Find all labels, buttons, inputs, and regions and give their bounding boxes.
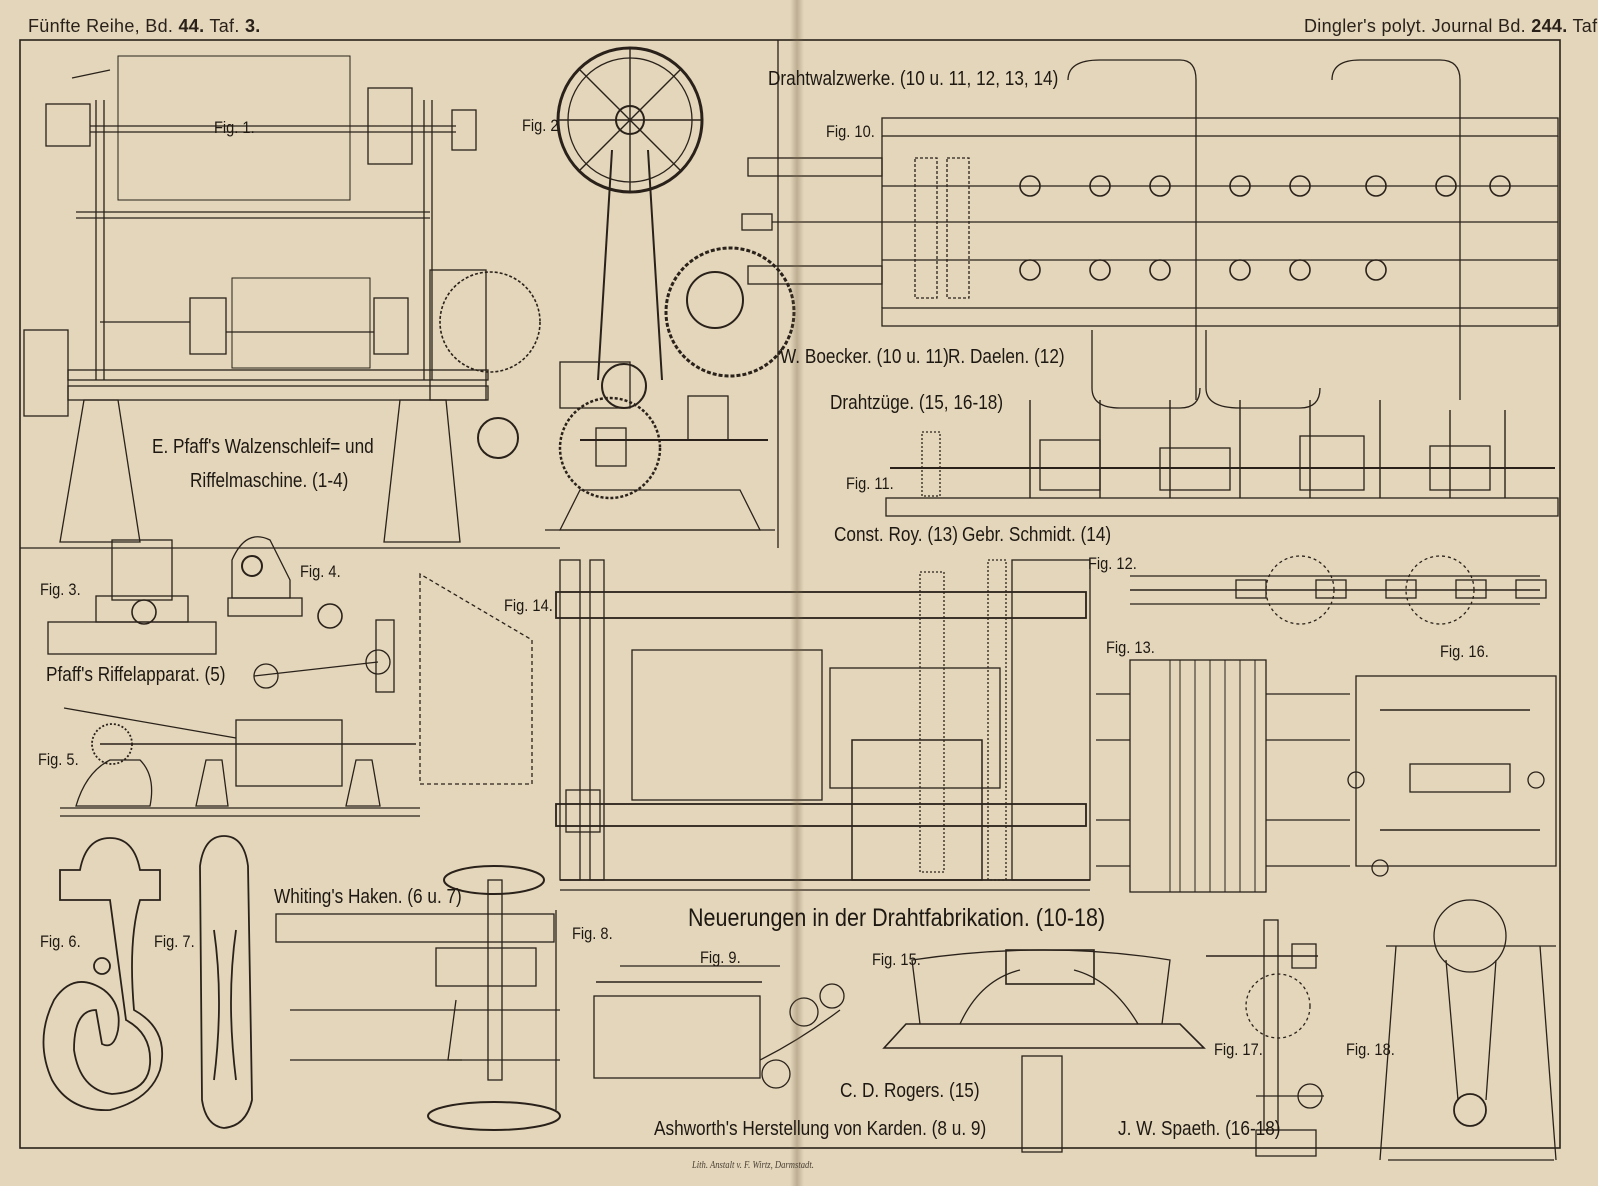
header-right-prefix: Dingler's polyt. Journal Bd. (1304, 16, 1526, 36)
fig8-drawing (275, 865, 561, 1131)
drahtwalzwerke-text: Drahtwalzwerke. (768, 68, 896, 90)
title-spaeth: J. W. Spaeth. (16-18) (1118, 1118, 1281, 1141)
title-schmidt: Gebr. Schmidt. (14) (962, 524, 1111, 547)
fig13-label: Fig. 13. (1106, 638, 1155, 657)
drahtwalzwerke-refs: (10 u. 11, 12, 13, 14) (899, 68, 1059, 90)
fig6-label: Fig. 6. (40, 932, 81, 951)
drahtzuege-text: Drahtzüge. (830, 392, 915, 414)
fig4-drawing (227, 536, 395, 693)
fig18-label: Fig. 18. (1346, 1040, 1395, 1059)
title-ashworth: Ashworth's Herstellung von Karden. (8 u.… (654, 1118, 986, 1141)
spaeth-refs: (16-18) (1225, 1118, 1281, 1140)
fig16-drawing (1347, 675, 1557, 877)
title-drahtzuege: Drahtzüge. (15, 16-18) (830, 392, 1003, 415)
boecker-refs: (10 u. 11) (876, 346, 949, 368)
fig7-label: Fig. 7. (154, 932, 195, 951)
header-left-prefix: Fünfte Reihe, Bd. (28, 16, 174, 36)
boecker-text: W. Boecker. (780, 346, 872, 368)
title-rogers: C. D. Rogers. (15) (840, 1080, 980, 1103)
fig15-drawing (882, 949, 1206, 1153)
ashworth-refs: (8 u. 9) (931, 1118, 987, 1140)
whiting-text: Whiting's Haken. (274, 886, 403, 908)
spaeth-text: J. W. Spaeth. (1118, 1118, 1221, 1140)
fig9-drawing (593, 965, 845, 1089)
title-drahtwalzwerke: Drahtwalzwerke. (10 u. 11, 12, 13, 14) (768, 68, 1058, 91)
fig11-label: Fig. 11. (846, 474, 894, 493)
title-daelen: R. Daelen. (12) (948, 346, 1065, 369)
plate-border (19, 39, 1561, 1149)
fig5-drawing (60, 572, 533, 817)
fig6-drawing (42, 837, 164, 1111)
header-left: Fünfte Reihe, Bd. 44. Taf. 3. (28, 16, 261, 37)
daelen-text: R. Daelen. (948, 346, 1030, 368)
title-whiting: Whiting's Haken. (6 u. 7) (274, 886, 462, 909)
header-right: Dingler's polyt. Journal Bd. 244. Taf. 3… (1304, 16, 1598, 37)
fig2-drawing (545, 46, 796, 531)
schmidt-text: Gebr. Schmidt. (962, 524, 1076, 546)
rogers-refs: (15) (948, 1080, 980, 1102)
drahtzuege-refs: (15, 16-18) (918, 392, 1004, 414)
fig1-drawing (23, 55, 541, 543)
header-left-taf-prefix: Taf. (209, 16, 240, 36)
title-pfaff-line1: E. Pfaff's Walzenschleif= und (152, 436, 374, 458)
fig17-label: Fig. 17. (1214, 1040, 1263, 1059)
fig4-label: Fig. 4. (300, 562, 341, 581)
lithographer-credit: Lith. Anstalt v. F. Wirtz, Darmstadt. (692, 1160, 814, 1171)
fig9-label: Fig. 9. (700, 948, 741, 967)
rogers-text: C. D. Rogers. (840, 1080, 945, 1102)
title-boecker: W. Boecker. (10 u. 11) (780, 346, 949, 369)
fig14-drawing (555, 559, 1091, 891)
title-pfaff-line2: Riffelmaschine. (1-4) (190, 470, 348, 493)
title-roy: Const. Roy. (13) (834, 524, 958, 547)
fig7-drawing (199, 835, 253, 1129)
daelen-refs: (12) (1034, 346, 1065, 368)
roy-refs: (13) (927, 524, 958, 546)
riffelapparat-text: Pfaff's Riffelapparat. (46, 664, 200, 686)
fig12-drawing (1130, 555, 1547, 625)
fig14-label: Fig. 14. (504, 596, 553, 615)
fold-shadow (790, 0, 804, 1186)
whiting-refs: (6 u. 7) (407, 886, 462, 908)
fig2-label: Fig. 2 (522, 116, 559, 135)
neuerungen-refs: (10-18) (1035, 904, 1106, 932)
header-left-volume: 44. (178, 16, 205, 36)
header-left-taf: 3. (244, 16, 261, 36)
fig10-drawing (741, 59, 1559, 409)
roy-text: Const. Roy. (834, 524, 923, 546)
fig3-drawing (47, 539, 217, 655)
fig16-label: Fig. 16. (1440, 642, 1489, 661)
pfaff-line2-text: Riffelmaschine. (190, 470, 308, 492)
fig10-label: Fig. 10. (826, 122, 875, 141)
header-right-taf-prefix: Taf. (1572, 16, 1598, 36)
fig15-label: Fig. 15. (872, 950, 921, 969)
fig5-label: Fig. 5. (38, 750, 79, 769)
fig12-label: Fig. 12. (1088, 554, 1137, 573)
schmidt-refs: (14) (1080, 524, 1112, 546)
fig13-drawing (1096, 659, 1350, 893)
fig3-label: Fig. 3. (40, 580, 81, 599)
fig1-label: Fig. 1. (214, 118, 255, 137)
ashworth-text: Ashworth's Herstellung von Karden. (654, 1118, 927, 1140)
fig11-drawing (885, 400, 1559, 517)
fig17-drawing (1206, 919, 1324, 1157)
neuerungen-text: Neuerungen in der Drahtfabrikation. (688, 904, 1030, 932)
fig18-drawing (1379, 899, 1557, 1161)
riffelapparat-refs: (5) (204, 664, 226, 686)
title-riffelapparat: Pfaff's Riffelapparat. (5) (46, 664, 226, 687)
header-right-volume: 244. (1531, 16, 1568, 36)
pfaff-refs: (1-4) (312, 470, 349, 492)
fig8-label: Fig. 8. (572, 924, 613, 943)
title-neuerungen: Neuerungen in der Drahtfabrikation. (10-… (688, 904, 1105, 933)
